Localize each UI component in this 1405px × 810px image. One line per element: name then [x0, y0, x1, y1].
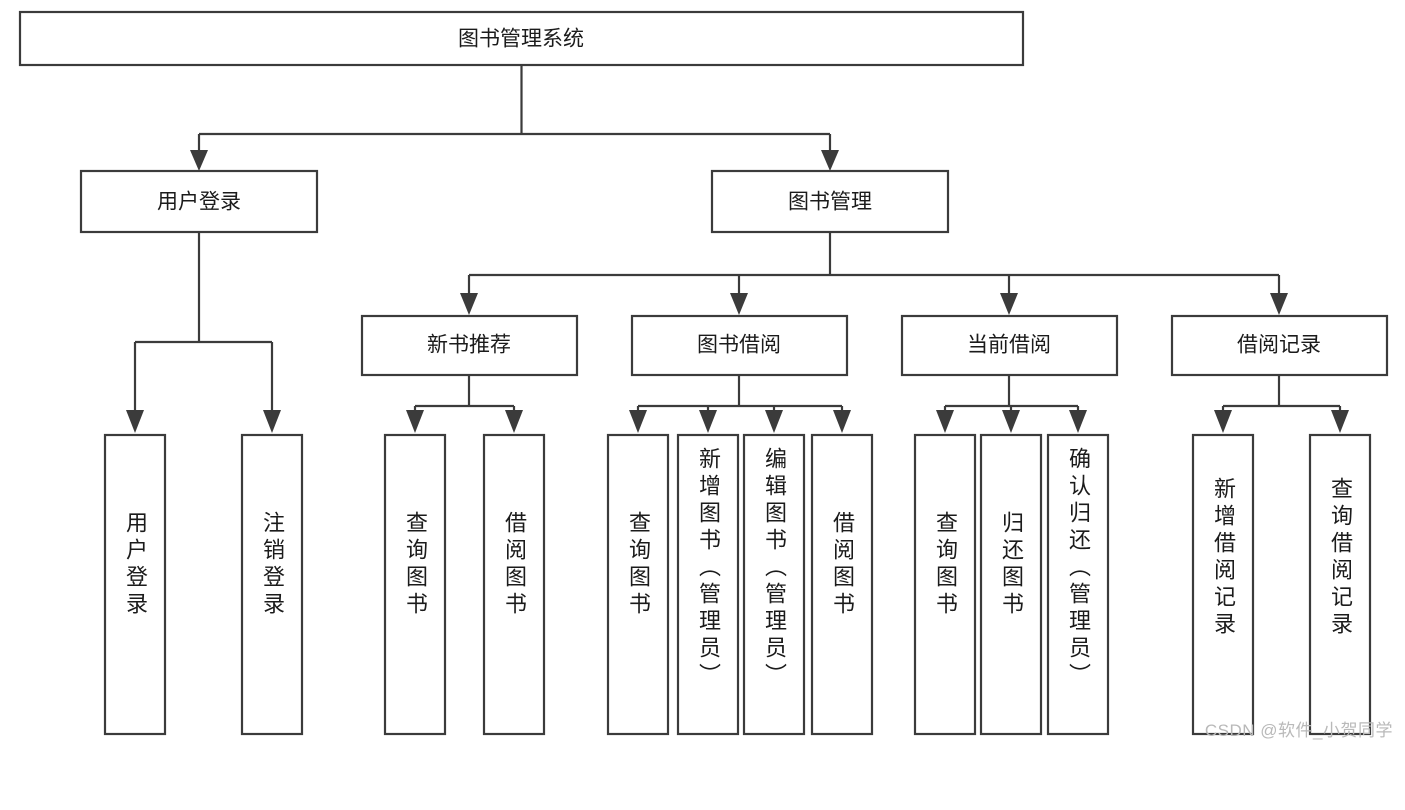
- node-user-login[interactable]: 用户登录: [79, 169, 319, 234]
- node-root-label: 图书管理系统: [458, 28, 584, 51]
- arrow-head-userlogin-leaf-2: [263, 410, 281, 433]
- arrow-head-currentborrow-leaf-1: [936, 410, 954, 433]
- node-book-management[interactable]: 图书管理: [710, 169, 950, 234]
- node-borrow-record-label: 借阅记录: [1237, 334, 1321, 357]
- node-book-borrow[interactable]: 图书借阅: [630, 314, 849, 377]
- flowchart-canvas: 图书管理系统 用户登录 图书管理 新书推荐 图书借阅 当前借阅 借阅记录: [18, 10, 1393, 740]
- node-current-borrow-label: 当前借阅: [967, 334, 1051, 357]
- leaf-rect-current-borrow-1[interactable]: [913, 433, 977, 736]
- arrow-head-bookborrow-leaf-3: [765, 410, 783, 433]
- arrow-head-userlogin-leaf-1: [126, 410, 144, 433]
- leaf-rect-borrow-record-2[interactable]: [1308, 433, 1372, 736]
- node-book-borrow-label: 图书借阅: [697, 334, 781, 357]
- leaf-rect-book-borrow-4[interactable]: [810, 433, 874, 736]
- node-root[interactable]: 图书管理系统: [18, 10, 1025, 67]
- leaf-rect-book-borrow-1[interactable]: [606, 433, 670, 736]
- leaf-rect-borrow-record-1[interactable]: [1191, 433, 1255, 736]
- arrow-head-userlogin: [190, 150, 208, 171]
- node-book-management-label: 图书管理: [788, 191, 872, 214]
- arrow-head-bookborrow-leaf-2: [699, 410, 717, 433]
- node-root-rect[interactable]: [18, 10, 1025, 67]
- arrow-head-bookborrow: [730, 293, 748, 315]
- arrow-head-currentborrow-leaf-3: [1069, 410, 1087, 433]
- flowchart-svg: 图书管理系统 用户登录 图书管理 新书推荐 图书借阅 当前借阅 借阅记录: [18, 10, 1389, 736]
- node-user-login-rect[interactable]: [79, 169, 319, 234]
- node-user-login-label: 用户登录: [157, 191, 241, 214]
- leaf-rect-book-borrow-3[interactable]: [742, 433, 806, 736]
- connectors: [126, 65, 1349, 433]
- leaf-rect-user-login-1[interactable]: [103, 433, 167, 736]
- arrow-head-newbook-leaf-2: [505, 410, 523, 433]
- arrow-head-bookborrow-leaf-4: [833, 410, 851, 433]
- arrow-head-currentborrow-leaf-2: [1002, 410, 1020, 433]
- leaf-rect-new-book-2[interactable]: [482, 433, 546, 736]
- csdn-watermark: CSDN @软件_小贺同学: [1204, 721, 1393, 740]
- arrow-head-bookborrow-leaf-1: [629, 410, 647, 433]
- arrow-head-bookmgmt: [821, 150, 839, 171]
- node-current-borrow[interactable]: 当前借阅: [900, 314, 1119, 377]
- node-book-borrow-rect[interactable]: [630, 314, 849, 377]
- node-book-management-rect[interactable]: [710, 169, 950, 234]
- node-borrow-record-rect[interactable]: [1170, 314, 1389, 377]
- arrow-head-borrowrecord-leaf-2: [1331, 410, 1349, 433]
- leaf-rect-book-borrow-2[interactable]: [676, 433, 740, 736]
- arrow-head-newbook-leaf-1: [406, 410, 424, 433]
- leaf-rect-new-book-1[interactable]: [383, 433, 447, 736]
- leaf-rect-current-borrow-3[interactable]: [1046, 433, 1110, 736]
- arrow-head-borrowrecord: [1270, 293, 1288, 315]
- arrow-head-borrowrecord-leaf-1: [1214, 410, 1232, 433]
- arrow-head-currentborrow: [1000, 293, 1018, 315]
- leaf-rect-user-login-2[interactable]: [240, 433, 304, 736]
- leaf-rect-current-borrow-2[interactable]: [979, 433, 1043, 736]
- leaf-boxes: [103, 433, 1372, 736]
- arrow-head-newbook: [460, 293, 478, 315]
- node-current-borrow-rect[interactable]: [900, 314, 1119, 377]
- node-new-book-recommend-rect[interactable]: [360, 314, 579, 377]
- node-new-book-recommend[interactable]: 新书推荐: [360, 314, 579, 377]
- node-new-book-recommend-label: 新书推荐: [427, 334, 511, 357]
- node-borrow-record[interactable]: 借阅记录: [1170, 314, 1389, 377]
